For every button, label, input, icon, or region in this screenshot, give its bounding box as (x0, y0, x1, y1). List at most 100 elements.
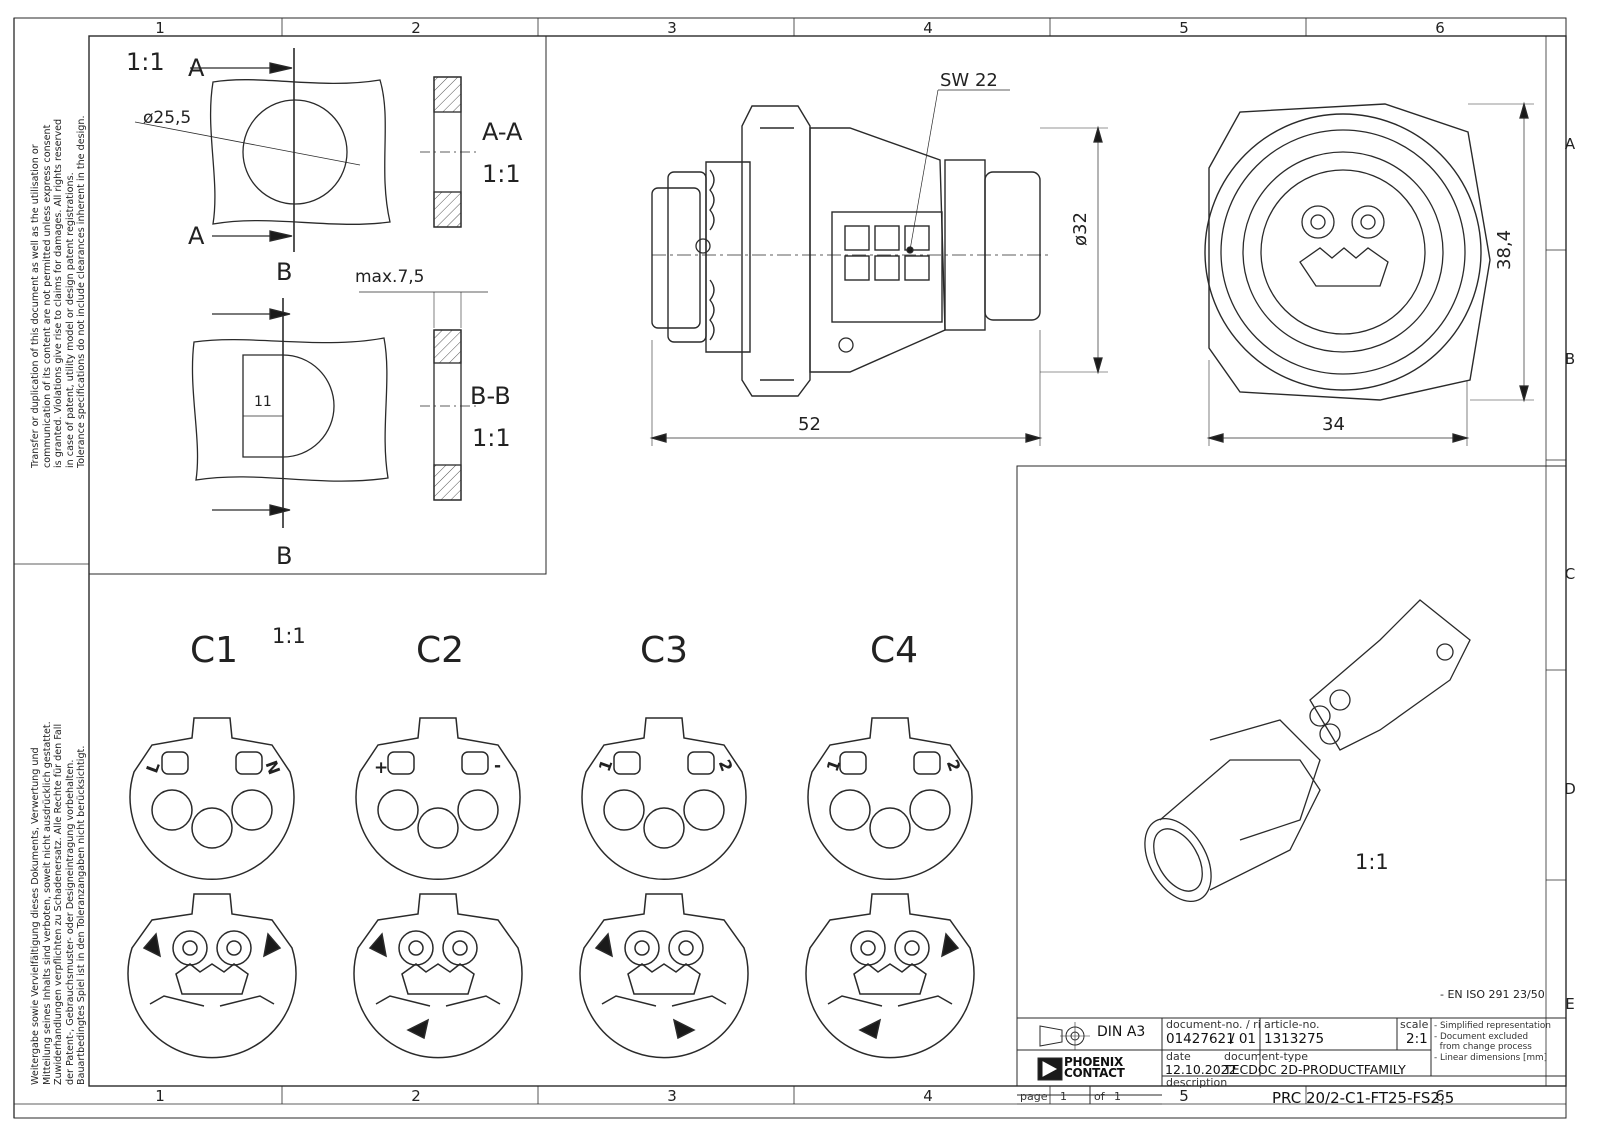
cut-label-b-top: B (276, 258, 293, 286)
variant-socket-outline (805, 893, 975, 1059)
description-value: PRC 20/2-C1-FT25-FS2,5 (1272, 1089, 1455, 1107)
latch-right (235, 751, 263, 775)
coding-marker (940, 932, 960, 958)
note-de-line-2: Mitteilung seines Inhalts sind verboten,… (41, 721, 53, 1085)
variant-c4-title: C4 (870, 630, 919, 671)
variant-face-outline (129, 717, 295, 880)
company-logo: PHOENIX CONTACT (1064, 1055, 1125, 1080)
socket-contact-inner (904, 940, 920, 956)
socket-contact (668, 930, 704, 966)
coding-marker (406, 1018, 430, 1040)
date-value: 12.10.2022 (1165, 1062, 1237, 1077)
latch-right (687, 751, 715, 775)
logo-line-1: PHOENIX (1064, 1055, 1123, 1069)
note-de-line-5: Bauartbedingtes Spiel ist in den Toleran… (76, 745, 88, 1085)
section-bb-scale: 1:1 (472, 424, 511, 452)
document-no-value: 01427621 (1166, 1031, 1235, 1047)
note-de-line-1: Weitergabe sowie Vervielfältigung dieses… (30, 747, 41, 1085)
section-aa-scale: 1:1 (482, 160, 521, 188)
scale-value: 2:1 (1406, 1031, 1428, 1047)
grid-row-c: C (1564, 565, 1576, 583)
copyright-note-german: Weitergabe sowie Vervielfältigung dieses… (30, 721, 88, 1085)
pin-hole (417, 807, 459, 849)
date-label: date (1166, 1050, 1191, 1063)
document-no-label: document-no. / ri (1166, 1018, 1261, 1031)
note-en-line-5: Tolerance specifications do not include … (76, 115, 88, 469)
page-label: page (1020, 1090, 1048, 1103)
socket-contact (624, 930, 660, 966)
section-aa-title: A-A (482, 118, 523, 146)
socket-contact (850, 930, 886, 966)
doc-type-value: TECDOC 2D-PRODUCTFAMILY (1224, 1062, 1406, 1077)
latch-left (839, 751, 867, 775)
coding-key (853, 963, 927, 995)
cut-label-a-top: A (188, 54, 205, 82)
coding-marker (368, 932, 388, 958)
variant-socket-outline (353, 893, 523, 1059)
socket-contact-inner (678, 940, 694, 956)
doc-type-label: document-type (1224, 1050, 1309, 1063)
pin-hole (869, 807, 911, 849)
socket-rail (149, 995, 275, 1007)
socket-contact (398, 930, 434, 966)
height-dimension: 38,4 (1494, 229, 1515, 270)
grid-row-d: D (1564, 780, 1576, 798)
variant-face-outline (581, 717, 747, 880)
scale-label: scale (1400, 1018, 1429, 1031)
grid-row-b: B (1564, 350, 1576, 368)
socket-contact-inner (634, 940, 650, 956)
variant-face-outline (807, 717, 973, 880)
coding-marker (262, 932, 282, 958)
variants-scale: 1:1 (272, 624, 306, 648)
coding-marker (672, 1018, 696, 1040)
grid-row-a: A (1564, 135, 1576, 153)
description-label: description (1166, 1076, 1228, 1089)
grid-col-4-bottom: 4 (923, 1087, 933, 1105)
coding-key (401, 963, 475, 995)
grid-row-e: E (1565, 995, 1575, 1013)
title-note-3: from change process (1434, 1042, 1532, 1052)
coding-key (627, 963, 701, 995)
grid-col-2: 2 (411, 19, 421, 37)
socket-contact-inner (226, 940, 242, 956)
cut-label-b-bottom: B (276, 542, 293, 570)
socket-rail (375, 995, 501, 1007)
socket-rail (827, 995, 953, 1007)
pin-hole (231, 789, 273, 831)
title-note-4: - Linear dimensions [mm] (1434, 1052, 1548, 1063)
iso-view-scale: 1:1 (1355, 850, 1389, 874)
grid-col-3-bottom: 3 (667, 1087, 677, 1105)
coding-marker (142, 932, 162, 958)
grid-col-1-bottom: 1 (155, 1087, 165, 1105)
variant-c2-pin-right: - (494, 756, 502, 776)
pin-hole (909, 789, 951, 831)
latch-right (913, 751, 941, 775)
socket-contact (216, 930, 252, 966)
note-en-line-3: is granted. Violations give rise to clai… (53, 118, 65, 468)
coding-key (175, 963, 249, 995)
title-note-2: - Document excluded (1434, 1031, 1529, 1042)
coding-marker (594, 932, 614, 958)
socket-contact-inner (408, 940, 424, 956)
article-no-value: 1313275 (1264, 1031, 1325, 1047)
title-note-1: - Simplified representation (1434, 1021, 1551, 1031)
latch-left (161, 751, 189, 775)
socket-contact (894, 930, 930, 966)
pin-hole (683, 789, 725, 831)
note-de-line-4: der Patent-, Gebrauchsmuster- oder Desig… (64, 759, 76, 1085)
note-en-line-2: communication of its content are not per… (41, 124, 53, 468)
note-en-line-1: Transfer or duplication of this document… (30, 144, 41, 468)
iso-standard-note: - EN ISO 291 23/50 (1440, 988, 1545, 1001)
pin-hole (643, 807, 685, 849)
cut-label-a-bottom: A (188, 222, 205, 250)
format-label: DIN A3 (1097, 1024, 1146, 1040)
copyright-note-english: Transfer or duplication of this document… (30, 116, 88, 469)
wrench-size-label: SW 22 (940, 70, 998, 91)
grid-col-5: 5 (1179, 19, 1189, 37)
logo-line-2: CONTACT (1064, 1066, 1125, 1080)
page-value: 1 (1060, 1090, 1067, 1103)
of-value: 1 (1114, 1090, 1121, 1103)
grid-col-6: 6 (1435, 19, 1445, 37)
variant-c2-pin-left: + (374, 758, 389, 778)
